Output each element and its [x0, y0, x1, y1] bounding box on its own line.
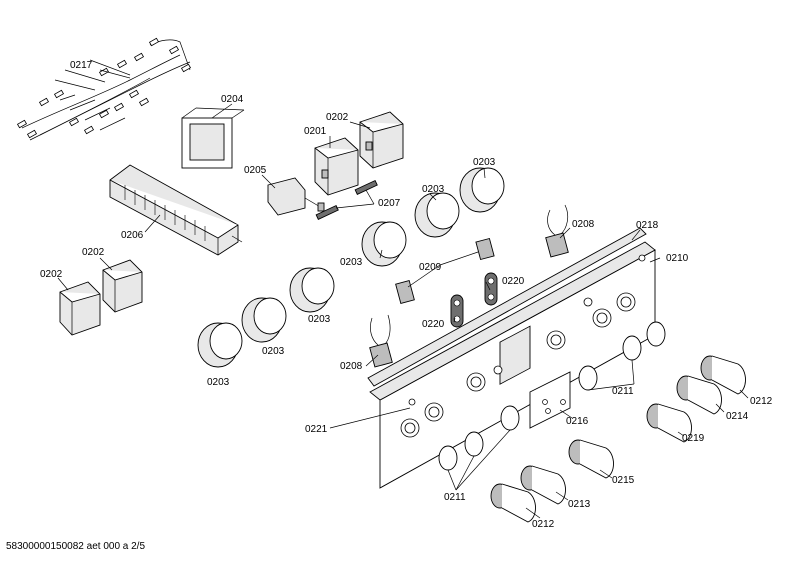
fixing-plate — [529, 371, 571, 429]
part-label: 0211 — [612, 386, 634, 397]
part-label: 0216 — [566, 416, 589, 427]
part-label: 0219 — [682, 433, 705, 444]
part-label: 0213 — [568, 499, 591, 510]
selector-switch — [267, 177, 325, 216]
part-label: 0202 — [326, 112, 349, 123]
part-label: 0210 — [666, 253, 689, 264]
part-label: 0214 — [726, 411, 749, 422]
drawing-number: 58300000150082 aet 000 a 2/5 — [6, 541, 146, 552]
temperature-sensor — [369, 314, 393, 368]
part-label: 0218 — [636, 220, 659, 231]
switch-unit — [59, 281, 101, 336]
part-label: 0203 — [207, 377, 230, 388]
knobs — [490, 355, 746, 523]
part-label: 0203 — [308, 314, 331, 325]
part-label: 0208 — [340, 361, 363, 372]
part-labels: 0217 0204 0202 0201 0205 0207 0206 0203 … — [40, 60, 773, 530]
electronic-module — [181, 107, 245, 169]
knob-housings — [197, 167, 505, 368]
part-label: 0202 — [82, 247, 105, 258]
switch-unit — [314, 137, 359, 196]
knob-rings — [438, 321, 666, 471]
part-label: 0203 — [422, 184, 445, 195]
small-switch — [395, 237, 495, 305]
switch-unit — [102, 259, 143, 313]
control-panel — [369, 241, 656, 489]
temperature-sensor — [545, 204, 569, 258]
part-label: 0203 — [340, 257, 363, 268]
part-label: 0221 — [305, 424, 328, 435]
part-label: 0201 — [304, 126, 327, 137]
part-label: 0215 — [612, 475, 635, 486]
part-label: 0202 — [40, 269, 63, 280]
terminal-block — [109, 164, 243, 256]
part-label: 0212 — [750, 396, 773, 407]
part-label: 0212 — [532, 519, 555, 530]
part-label: 0220 — [502, 276, 525, 287]
wiring-harness — [16, 37, 192, 141]
switch-unit — [359, 111, 404, 169]
trim-strip — [367, 227, 647, 387]
part-label: 0209 — [419, 262, 442, 273]
leader-lines — [57, 69, 749, 519]
part-label: 0204 — [221, 94, 244, 105]
part-label: 0207 — [378, 198, 401, 209]
part-label: 0203 — [262, 346, 285, 357]
light-holders — [450, 272, 498, 328]
part-label: 0220 — [422, 319, 445, 330]
part-label: 0206 — [121, 230, 144, 241]
part-label: 0205 — [244, 165, 267, 176]
part-label: 0211 — [444, 492, 466, 503]
part-label: 0208 — [572, 219, 595, 230]
part-label: 0203 — [473, 157, 496, 168]
part-label: 0217 — [70, 60, 93, 71]
